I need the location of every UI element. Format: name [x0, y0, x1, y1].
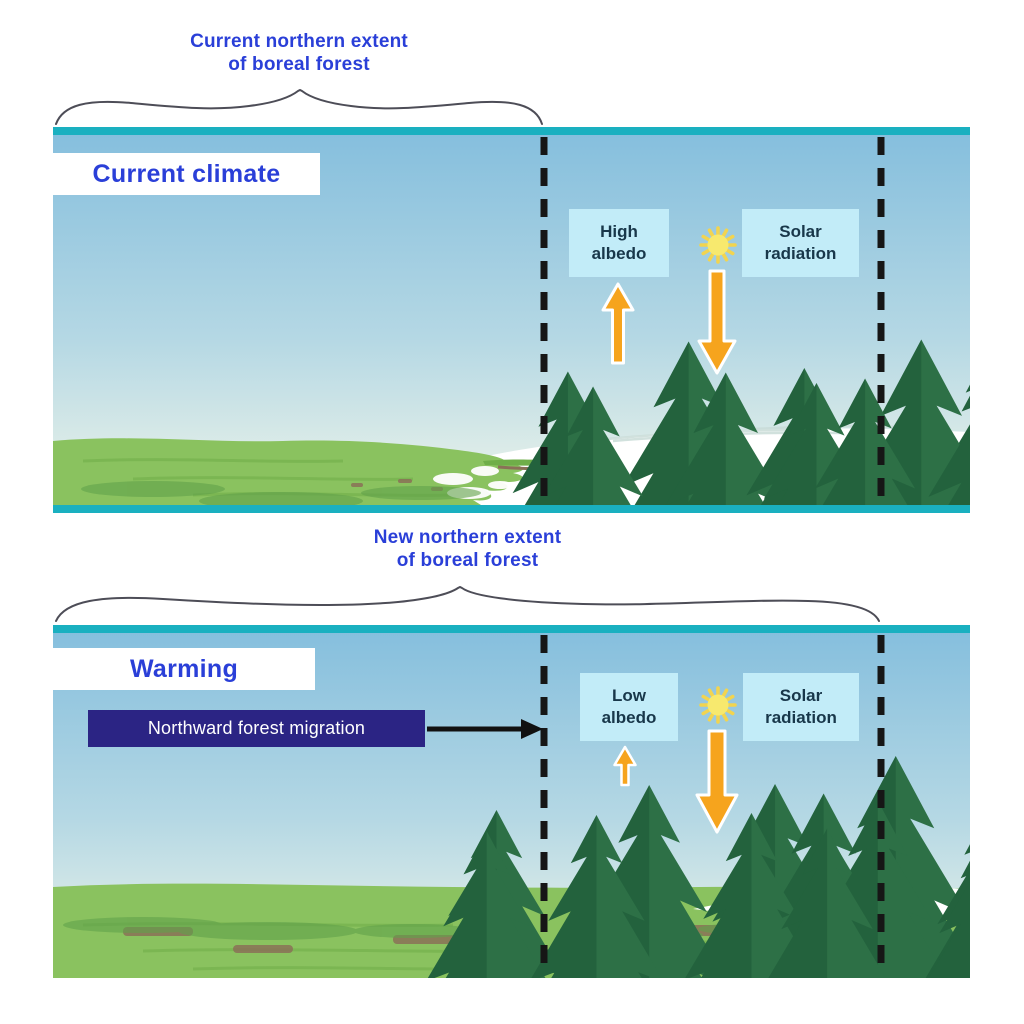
- panel-title-current-climate: Current climate: [53, 153, 320, 195]
- panel-title-warming: Warming: [53, 648, 315, 690]
- solar-radiation-line1: Solar: [779, 221, 822, 241]
- new-extent-line2: of boreal forest: [396, 550, 539, 572]
- low-albedo-line2: albedo: [601, 708, 657, 727]
- current-climate-panel: Current climate High albedo Solar radiat…: [53, 127, 970, 513]
- solar-radiation-line2: radiation: [764, 244, 837, 263]
- migration-box: Northward forest migration: [88, 710, 425, 747]
- warming-panel: Warming Northward forest migration Low a…: [53, 625, 970, 978]
- solar-radiation-line1: Solar: [779, 685, 823, 705]
- panel-bottom-border: [53, 505, 970, 513]
- new-extent-brace-icon: [55, 586, 880, 622]
- migration-arrow-icon: [427, 719, 543, 739]
- panel-top-border: [53, 127, 970, 135]
- solar-radiation-down-arrow-icon: [697, 269, 737, 375]
- panel-title-text: Warming: [129, 654, 239, 683]
- current-extent-label: Current northern extent of boreal forest: [53, 30, 545, 76]
- new-extent-line1: New northern extent: [373, 527, 562, 548]
- high-albedo-up-arrow-icon: [601, 282, 635, 365]
- low-albedo-up-arrow-icon: [613, 745, 637, 787]
- new-extent-label: New northern extent of boreal forest: [53, 526, 882, 572]
- high-albedo-line1: High: [600, 221, 638, 241]
- solar-radiation-line2: radiation: [765, 708, 837, 727]
- migration-label: Northward forest migration: [147, 718, 366, 738]
- panel-title-text: Current climate: [92, 159, 281, 188]
- low-albedo-line1: Low: [612, 685, 646, 705]
- solar-radiation-label: Solar radiation: [743, 673, 859, 741]
- current-extent-line2: of boreal forest: [228, 54, 370, 76]
- panel-top-border: [53, 625, 970, 633]
- current-extent-line1: Current northern extent: [190, 31, 408, 52]
- high-albedo-label: High albedo: [569, 209, 669, 277]
- solar-radiation-down-arrow-icon: [695, 729, 739, 834]
- high-albedo-line2: albedo: [591, 244, 647, 263]
- solar-radiation-label: Solar radiation: [742, 209, 859, 277]
- low-albedo-label: Low albedo: [580, 673, 678, 741]
- current-extent-brace-icon: [55, 89, 543, 125]
